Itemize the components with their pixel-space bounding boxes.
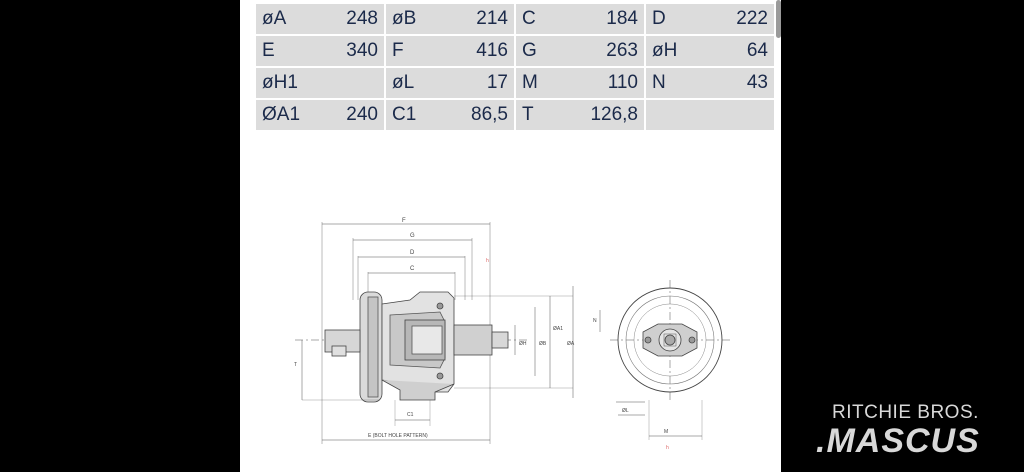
cell-key: M (522, 72, 538, 93)
table-cell (644, 98, 776, 132)
dim-label-ob: ØB (539, 341, 547, 347)
table-cell: M 110 (514, 66, 646, 100)
cell-key: C (522, 8, 536, 29)
cell-key: C1 (392, 104, 417, 125)
dim-label-m: M (664, 429, 668, 435)
end-view: N ØL M h (593, 280, 730, 451)
table-cell: G 263 (514, 34, 646, 68)
cell-key: øH (652, 40, 678, 61)
dim-label-oa1: ØA1 (553, 326, 563, 332)
watermark-line2: .MASCUS (816, 422, 980, 460)
marker-h-bottom: h (666, 445, 669, 451)
document-page: øA 248 øB 214 C 184 D 222 E 340 F 416 G 263 øH 6… (240, 0, 781, 472)
table-cell: C 184 (514, 2, 646, 36)
table-row: øH1 øL 17 M 110 N 43 (254, 66, 776, 100)
table-row: øA 248 øB 214 C 184 D 222 (254, 2, 776, 36)
dim-label-e: E (BOLT HOLE PATTERN) (368, 433, 428, 439)
cell-value: 86,5 (471, 104, 508, 125)
cell-value: 17 (486, 72, 508, 93)
cell-key: F (392, 40, 404, 61)
dim-label-oa: ØA (567, 341, 575, 347)
table-cell: ØA1 240 (254, 98, 386, 132)
cell-value: 184 (606, 8, 638, 29)
cell-key: ØA1 (262, 104, 301, 125)
cell-value: 240 (346, 104, 378, 125)
cell-key: E (262, 40, 275, 61)
marker-h-top: h (486, 258, 489, 264)
cell-value: 110 (607, 72, 638, 93)
table-cell: N 43 (644, 66, 776, 100)
watermark-line1: RITCHIE BROS. (832, 402, 979, 423)
dim-label-g: G (410, 233, 415, 239)
table-cell: F 416 (384, 34, 516, 68)
table-cell: C1 86,5 (384, 98, 516, 132)
cell-value: 126,8 (590, 104, 638, 125)
cell-value: 248 (346, 8, 378, 29)
table-cell: E 340 (254, 34, 386, 68)
dim-label-f: F (402, 218, 406, 224)
table-row: E 340 F 416 G 263 øH 64 (254, 34, 776, 68)
scrollbar[interactable] (776, 0, 781, 38)
table-cell: øB 214 (384, 2, 516, 36)
side-view: F G D C h (294, 218, 575, 444)
dim-label-n: N (593, 318, 597, 324)
spec-table: øA 248 øB 214 C 184 D 222 E 340 F 416 G 263 øH 6… (254, 2, 776, 132)
cell-key: øH1 (262, 72, 298, 93)
table-cell: øH1 (254, 66, 386, 100)
table-row: ØA1 240 C1 86,5 T 126,8 (254, 98, 776, 132)
cell-value: 263 (606, 40, 638, 61)
cell-key: øB (392, 8, 417, 29)
table-cell: øH 64 (644, 34, 776, 68)
cell-key: D (652, 8, 666, 29)
dim-label-ol: ØL (622, 408, 629, 414)
table-cell: D 222 (644, 2, 776, 36)
table-cell: T 126,8 (514, 98, 646, 132)
dim-label-c1: C1 (407, 412, 414, 418)
table-cell: øL 17 (384, 66, 516, 100)
cell-key: øA (262, 8, 287, 29)
cell-value: 416 (476, 40, 508, 61)
cell-key: øL (392, 72, 415, 93)
cell-key: T (522, 104, 534, 125)
cell-value: 222 (736, 8, 768, 29)
dim-label-c: C (410, 266, 415, 272)
table-cell: øA 248 (254, 2, 386, 36)
watermark: RITCHIE BROS. .MASCUS (812, 402, 1024, 462)
dim-label-d: D (410, 250, 415, 256)
dim-label-t: T (294, 362, 297, 368)
dim-label-oh: ØH (519, 341, 527, 347)
cell-value: 43 (746, 72, 768, 93)
cell-value: 214 (476, 8, 508, 29)
cell-value: 340 (346, 40, 378, 61)
cell-key: G (522, 40, 537, 61)
cell-value: 64 (746, 40, 768, 61)
technical-drawing: F G D C h (294, 218, 730, 451)
cell-key: N (652, 72, 666, 93)
